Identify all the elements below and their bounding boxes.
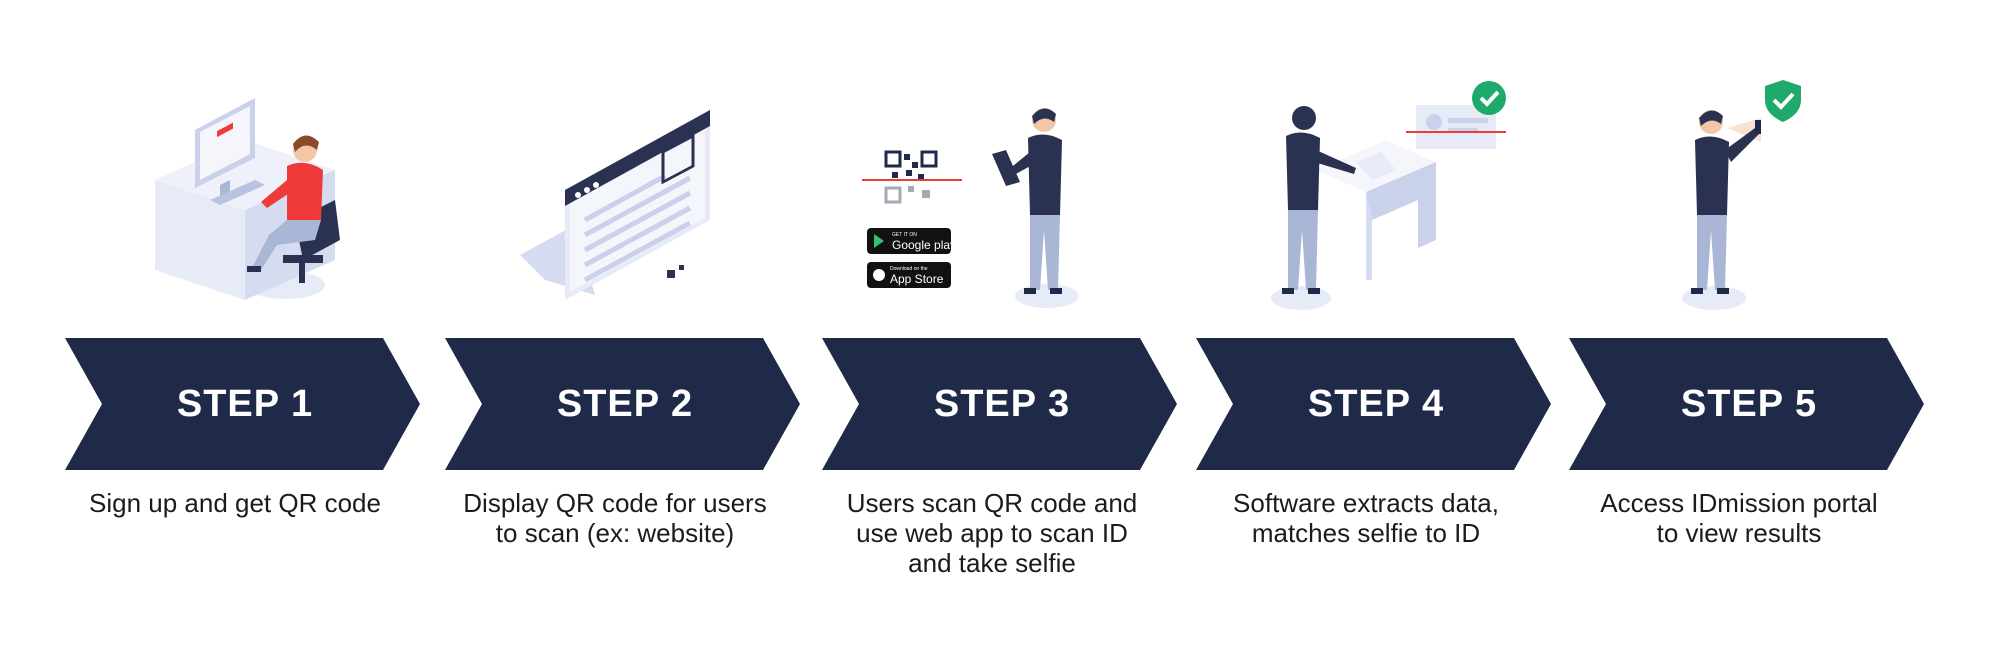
svg-text:GET IT ON: GET IT ON <box>892 232 917 238</box>
svg-text:Google play: Google play <box>892 238 956 252</box>
step-1-label: STEP 1 <box>176 382 314 425</box>
google-play-badge: GET IT ON Google play <box>867 228 956 254</box>
step-1-description: Sign up and get QR code <box>89 488 381 518</box>
step-4-label: STEP 4 <box>1307 382 1445 425</box>
step-2-label: STEP 2 <box>556 382 694 425</box>
step-5-description: Access IDmission portal to view results <box>1600 488 1878 548</box>
step-4: STEP 4 Software extracts data, matches s… <box>1196 0 1556 650</box>
step-5: STEP 5 Access IDmission portal to view r… <box>1569 0 1929 650</box>
step-1: STEP 1 Sign up and get QR code <box>65 0 425 650</box>
step-4-description: Software extracts data, matches selfie t… <box>1233 488 1499 548</box>
step-1-chevron <box>65 338 425 470</box>
app-store-badge: Download on the App Store <box>867 262 951 288</box>
shield-check-icon <box>1569 70 1929 340</box>
step-5-label: STEP 5 <box>1680 382 1818 425</box>
step-2-description: Display QR code for users to scan (ex: w… <box>463 488 767 548</box>
step-3-label: STEP 3 <box>933 382 1071 425</box>
step-5-chevron <box>1569 338 1929 470</box>
step-4-chevron <box>1196 338 1556 470</box>
desk-verify-icon <box>1196 70 1556 340</box>
step-2-chevron <box>445 338 805 470</box>
browser-qr-icon <box>445 70 805 340</box>
svg-text:App Store: App Store <box>890 272 944 286</box>
step-3-chevron <box>822 338 1182 470</box>
phone-scan-icon: GET IT ON Google play Download on the Ap… <box>822 70 1182 340</box>
step-3: GET IT ON Google play Download on the Ap… <box>822 0 1182 650</box>
step-3-description: Users scan QR code and use web app to sc… <box>846 488 1138 578</box>
desktop-user-icon <box>65 70 425 340</box>
step-2: STEP 2 Display QR code for users to scan… <box>445 0 805 650</box>
svg-text:Download on the: Download on the <box>890 266 928 272</box>
